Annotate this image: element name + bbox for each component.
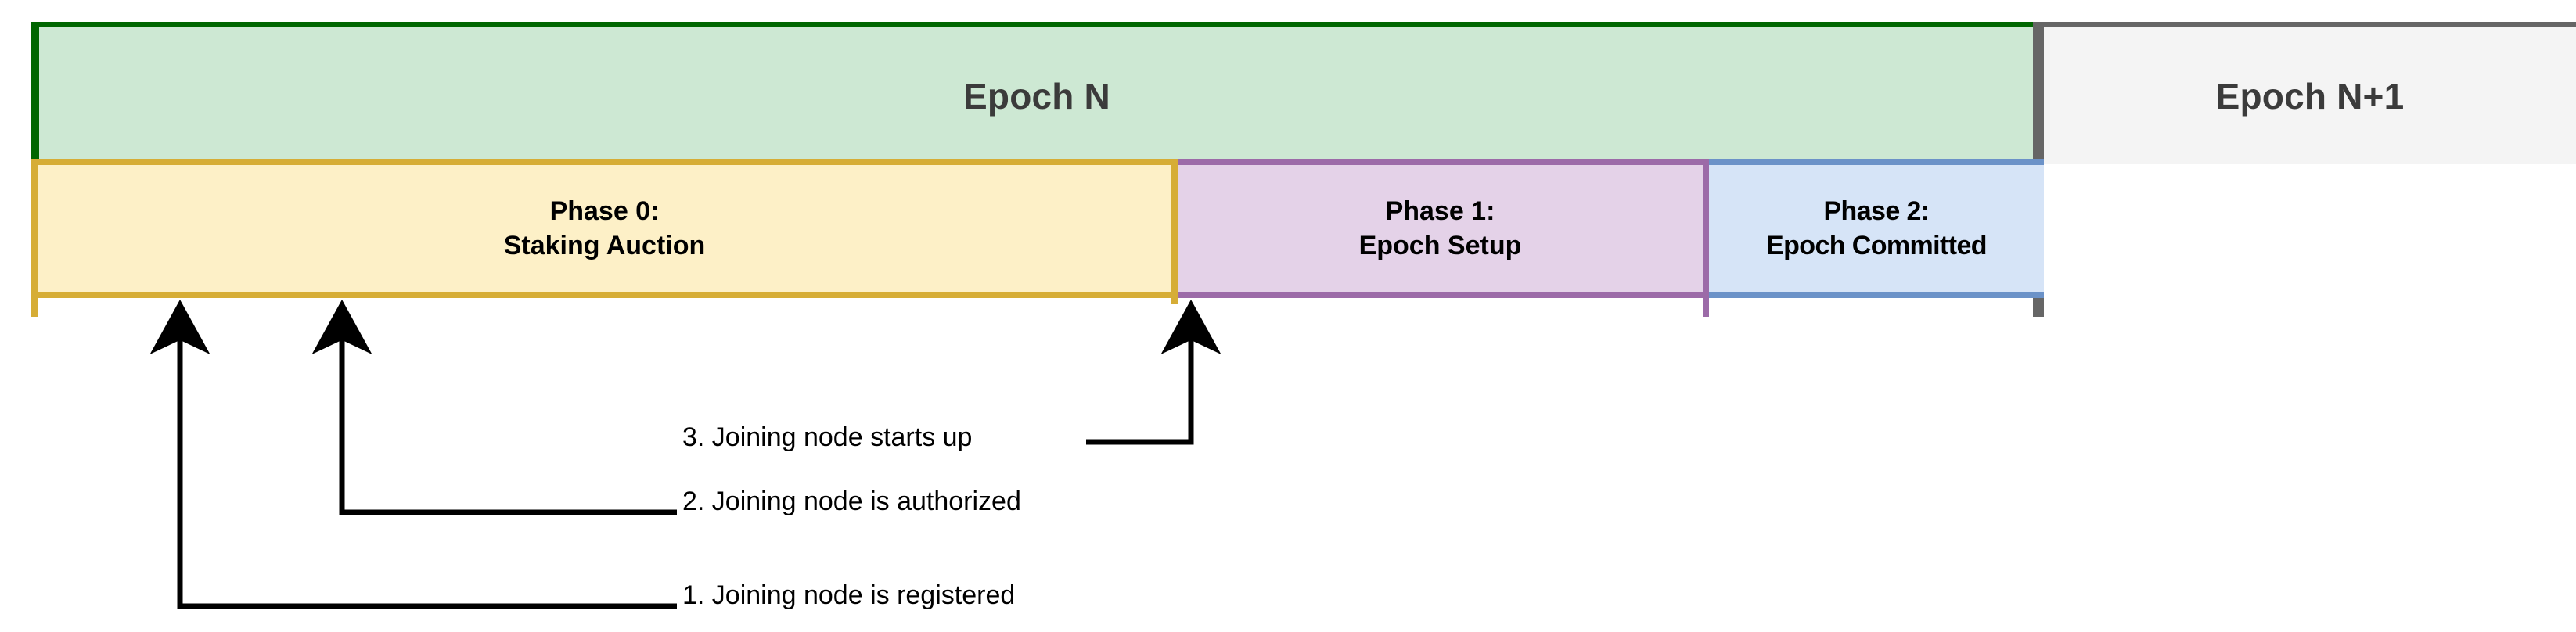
callout-2-leader <box>311 300 677 515</box>
epoch-n-plus-1-box: Epoch N+1 <box>2044 22 2576 164</box>
phase-2-subtitle: Epoch Committed <box>1766 231 1988 260</box>
phase-1-right-rail <box>1703 159 1709 317</box>
phase-2-box: Phase 2: Epoch Committed <box>1709 159 2044 298</box>
epoch-n-label: Epoch N <box>963 75 1110 117</box>
epoch-n-plus-1-label: Epoch N+1 <box>2215 75 2405 117</box>
phase-1-box: Phase 1: Epoch Setup <box>1178 159 1709 298</box>
callout-3-leader <box>1144 300 1221 445</box>
epoch-n-box: Epoch N <box>31 22 2035 164</box>
callout-2-label: 2. Joining node is authorized <box>682 487 1021 516</box>
phase-0-right-rail <box>1171 159 1178 304</box>
phase-0-box: Phase 0: Staking Auction <box>31 159 1178 298</box>
phase-0-left-rail <box>31 159 38 317</box>
callout-1-leader <box>149 300 677 609</box>
phase-2-title: Phase 2: <box>1823 196 1930 226</box>
callout-3-label: 3. Joining node starts up <box>682 422 973 452</box>
phase-1-title: Phase 1: <box>1385 196 1495 226</box>
phase-0-subtitle: Staking Auction <box>503 231 706 260</box>
callout-1-label: 1. Joining node is registered <box>682 580 1016 610</box>
phase-0-title: Phase 0: <box>549 196 660 226</box>
phase-1-subtitle: Epoch Setup <box>1358 231 1522 260</box>
